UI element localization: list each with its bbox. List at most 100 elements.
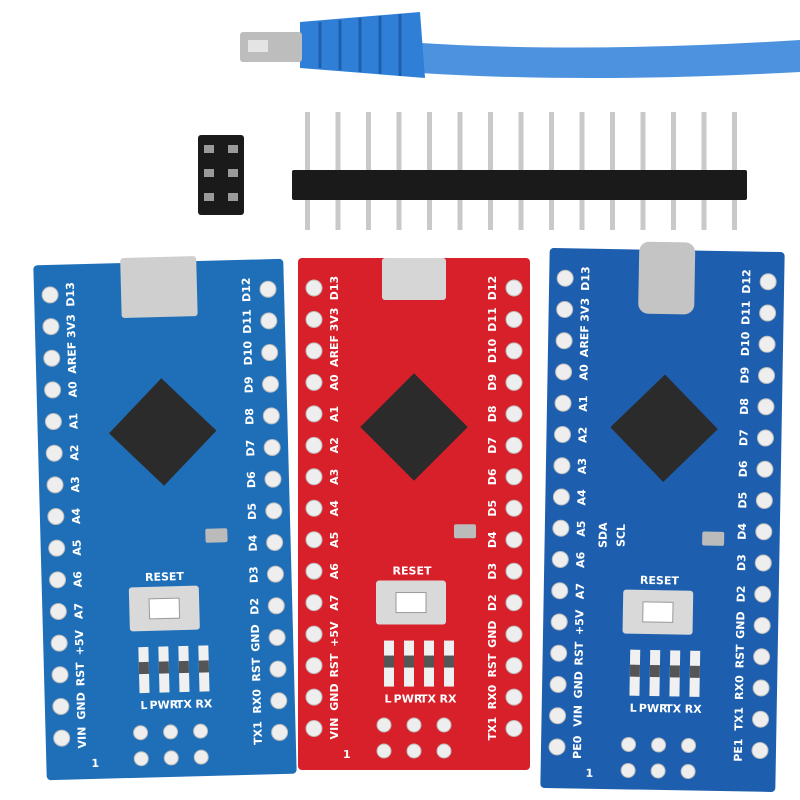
pin-label: PE0 bbox=[571, 735, 584, 759]
pin-label: D8 bbox=[243, 408, 256, 425]
pin-pad bbox=[305, 405, 323, 423]
pin-label: A4 bbox=[328, 500, 341, 517]
led-body bbox=[384, 655, 394, 668]
pin-label: D13 bbox=[579, 266, 592, 291]
pin-pad bbox=[555, 332, 573, 350]
pin-pad bbox=[305, 625, 323, 643]
pin-pad bbox=[756, 429, 774, 447]
pin-label: D2 bbox=[486, 594, 499, 611]
pin-label: 3V3 bbox=[578, 298, 591, 322]
led-label: RX bbox=[685, 703, 703, 716]
pin-label: D13 bbox=[64, 282, 78, 307]
microcontroller-chip bbox=[610, 374, 718, 482]
pin-pad bbox=[505, 279, 523, 297]
pin-pad bbox=[49, 571, 67, 589]
pin-label: A5 bbox=[575, 520, 588, 536]
pin-pad bbox=[758, 367, 776, 385]
pin-pad bbox=[505, 373, 523, 391]
pin-pad bbox=[505, 562, 523, 580]
reset-label: RESET bbox=[393, 565, 432, 578]
pin-pad bbox=[51, 666, 69, 684]
pcb bbox=[540, 248, 785, 792]
icsp-pad bbox=[376, 717, 392, 733]
pin-pad bbox=[751, 741, 769, 759]
pin-label: D6 bbox=[737, 460, 750, 477]
pin-pad bbox=[259, 280, 277, 298]
reset-button-cap bbox=[395, 592, 427, 614]
pin-pad bbox=[305, 657, 323, 675]
icsp-pad bbox=[406, 717, 422, 733]
pin-label: GND bbox=[572, 671, 585, 699]
pin-pad bbox=[753, 617, 771, 635]
pin-pad bbox=[44, 381, 62, 399]
icsp-pad bbox=[651, 737, 667, 753]
pin-pad bbox=[263, 439, 281, 457]
pin-pad bbox=[505, 468, 523, 486]
pin-pad bbox=[550, 613, 568, 631]
i2c-label: SDA bbox=[597, 522, 610, 548]
pin-label: A2 bbox=[68, 444, 81, 461]
pin-pad bbox=[755, 523, 773, 541]
pin-pad bbox=[267, 597, 285, 615]
pin-label: +5V bbox=[573, 609, 586, 635]
mini-usb-plug bbox=[240, 32, 302, 62]
pin-label: A4 bbox=[575, 489, 588, 506]
pin-label: D6 bbox=[486, 468, 499, 485]
led-body bbox=[198, 660, 210, 673]
icsp-pad bbox=[620, 762, 636, 778]
pin-pad bbox=[548, 738, 566, 756]
icsp-pad bbox=[621, 736, 637, 752]
pin-label: RX0 bbox=[250, 689, 264, 714]
pin-label: A7 bbox=[574, 583, 587, 599]
pin-pad bbox=[260, 312, 278, 330]
pin-label: D12 bbox=[740, 269, 753, 294]
pin-label: A0 bbox=[328, 374, 341, 391]
pin1-label: 1 bbox=[585, 767, 593, 780]
led-label: RX bbox=[195, 697, 213, 710]
pin-pad bbox=[269, 660, 287, 678]
pin-pad bbox=[556, 301, 574, 319]
pin-pad bbox=[505, 499, 523, 517]
pin-label: D13 bbox=[328, 276, 341, 300]
pin-pad bbox=[505, 310, 523, 328]
led-body bbox=[178, 660, 190, 674]
pin-pad bbox=[759, 273, 777, 291]
icsp-pad bbox=[133, 725, 149, 741]
led-body bbox=[444, 655, 454, 668]
pin-pad bbox=[756, 460, 774, 478]
led-body bbox=[158, 661, 170, 674]
crystal bbox=[702, 531, 725, 546]
pin-label: D5 bbox=[486, 500, 499, 517]
pin-label: 3V3 bbox=[65, 314, 79, 338]
pin-pad bbox=[53, 729, 71, 747]
pin-pad bbox=[556, 269, 574, 287]
pin-pad bbox=[505, 625, 523, 643]
pin-label: D7 bbox=[486, 437, 499, 454]
pin-label: A3 bbox=[69, 476, 82, 493]
pin-label: D7 bbox=[737, 429, 750, 446]
pin-tip bbox=[228, 169, 238, 177]
pin-label: A1 bbox=[577, 395, 590, 411]
led-label: TX bbox=[420, 693, 437, 706]
pin-label: RST bbox=[250, 657, 264, 682]
pin-pad bbox=[49, 602, 67, 620]
pin-label: D11 bbox=[241, 309, 255, 334]
pin-pad bbox=[45, 444, 63, 462]
pin-label: A7 bbox=[72, 603, 85, 620]
pin-label: A1 bbox=[328, 406, 341, 422]
pin-label: RST bbox=[733, 644, 746, 669]
pin-pad bbox=[305, 531, 323, 549]
pin-label: TX1 bbox=[251, 721, 265, 745]
pin-label: D3 bbox=[247, 566, 260, 583]
pin-label: A3 bbox=[576, 458, 589, 474]
pin-pad bbox=[264, 470, 282, 488]
led-label: PWR bbox=[149, 698, 179, 712]
pin-label: D11 bbox=[739, 300, 752, 325]
pin-label: A6 bbox=[71, 571, 84, 588]
led-body bbox=[629, 664, 640, 677]
pin-pad bbox=[551, 582, 569, 600]
pin-pad bbox=[505, 720, 523, 738]
pin-pad bbox=[305, 468, 323, 486]
pin-pad bbox=[752, 710, 770, 728]
i2c-label: SCL bbox=[615, 524, 628, 547]
